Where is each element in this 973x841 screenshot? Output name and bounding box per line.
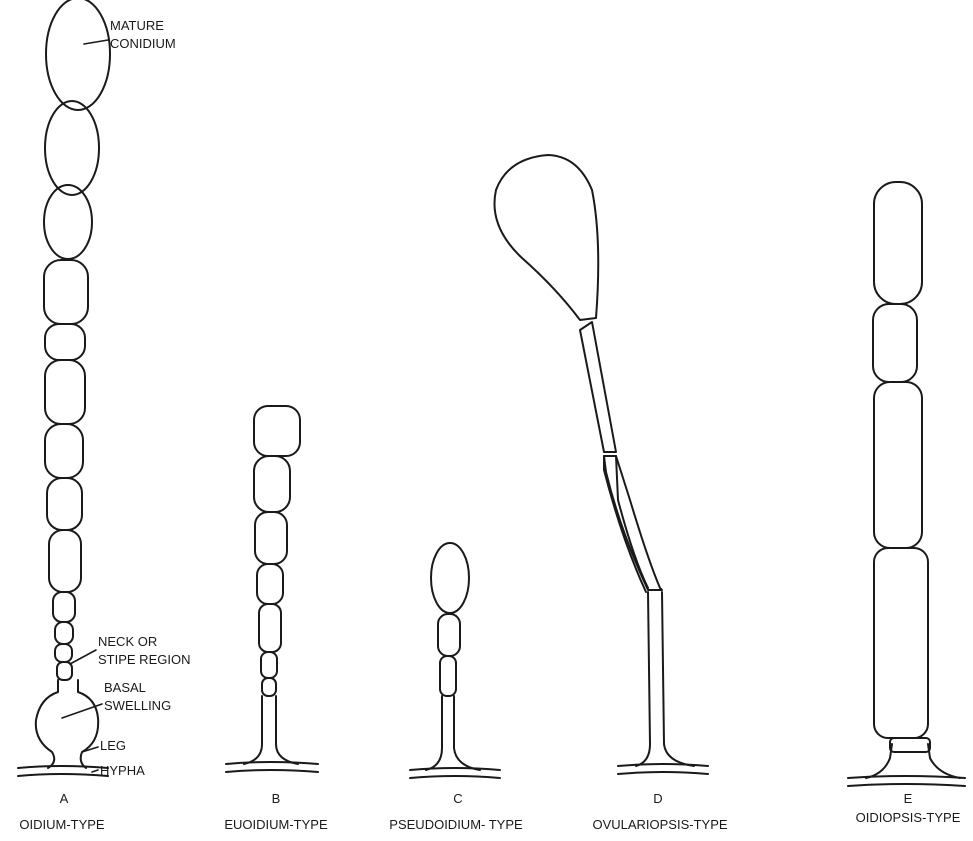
conidium-cell <box>431 543 469 613</box>
conidium-cell <box>254 406 300 456</box>
figure-b-euoidium <box>226 406 318 772</box>
conidium-cell <box>438 614 460 656</box>
label-neck-or-stipe-region: NECK OR STIPE REGION <box>98 634 190 667</box>
figure-e-oidiopsis <box>848 182 965 786</box>
foot-e <box>866 744 960 778</box>
conidium-cell <box>873 304 917 382</box>
conidium-cell <box>261 652 277 678</box>
stipe-cell <box>55 622 73 644</box>
conidium-cell <box>259 604 281 652</box>
foot-d <box>636 592 694 766</box>
leader-neck <box>70 650 96 664</box>
mature-conidium <box>46 0 110 110</box>
conidium-cell <box>874 382 922 548</box>
conidium-cell <box>47 478 82 530</box>
conidium-cell <box>44 185 92 259</box>
label-leg: LEG <box>100 738 126 753</box>
conidium-cell <box>45 324 85 360</box>
figure-d-ovulariopsis <box>494 155 708 774</box>
label-mature-conidium: MATURE CONIDIUM <box>110 18 176 51</box>
conidium-cell <box>874 182 922 304</box>
hypha-b <box>226 762 318 772</box>
basal-swelling-a <box>36 680 98 768</box>
foot-b <box>244 696 298 764</box>
panel-letter-d: D <box>653 791 662 806</box>
panel-letter-b: B <box>272 791 281 806</box>
conidium-cell <box>44 260 88 324</box>
conidium-cell <box>262 678 276 696</box>
stipe-cell <box>55 644 72 662</box>
stipe-cell-d <box>604 456 648 592</box>
stipe-cell-d <box>604 456 662 590</box>
leader-hypha <box>92 770 98 772</box>
foot-c <box>426 696 480 770</box>
conidium-cell <box>257 564 283 604</box>
label-hypha: HYPHA <box>100 763 145 778</box>
panel-caption-c: PSEUDOIDIUM- TYPE <box>389 817 523 832</box>
conidium-cell <box>49 530 81 592</box>
panel-letter-c: C <box>453 791 462 806</box>
label-basal-swelling: BASAL SWELLING <box>104 680 171 713</box>
conidium-cell <box>440 656 456 696</box>
panel-letter-a: A <box>60 791 69 806</box>
panel-caption-d: OVULARIOPSIS-TYPE <box>592 817 727 832</box>
hypha-c <box>410 768 500 778</box>
conidium-cell <box>45 101 99 195</box>
panel-letter-e: E <box>904 791 913 806</box>
conidium-cell <box>45 360 85 424</box>
conidium-cell <box>874 548 928 738</box>
terminal-conidium-d <box>494 155 598 320</box>
leader-mature-conidium <box>84 40 108 44</box>
conidium-cell <box>45 424 83 478</box>
foot-cell <box>890 738 930 752</box>
figure-c-pseudoidium <box>410 543 500 778</box>
panel-caption-e: OIDIOPSIS-TYPE <box>856 810 961 825</box>
panel-caption-a: OIDIUM-TYPE <box>19 817 105 832</box>
figure-a-oidium <box>18 0 110 776</box>
panel-caption-b: EUOIDIUM-TYPE <box>224 817 328 832</box>
conidium-cell <box>53 592 75 622</box>
stipe-cell-d <box>580 322 616 452</box>
conidium-cell <box>254 456 290 512</box>
conidium-cell <box>255 512 287 564</box>
